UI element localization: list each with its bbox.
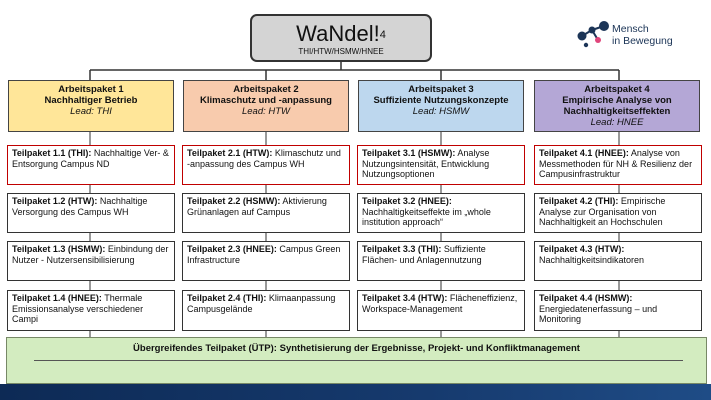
teilpaket-label: Teilpaket 3.1 (HSMW):	[362, 148, 456, 158]
teilpaket-1-3-box: Teilpaket 1.3 (HSMW): Einbindung der Nut…	[7, 241, 175, 281]
teilpaket-4-2-box: Teilpaket 4.2 (THI): Empirische Analyse …	[534, 193, 702, 233]
teilpaket-1-1-box: Teilpaket 1.1 (THI): Nachhaltige Ver- & …	[7, 145, 175, 185]
teilpaket-text: Analyse von Messmethoden für NH & Resili…	[539, 148, 693, 179]
teilpaket-text: Nachhaltige Versorgung des Campus WH	[12, 196, 148, 217]
arbeitspaket-name: Empirische Analyse von Nachhaltigkeitsef…	[562, 95, 672, 117]
teilpaket-4-4-box: Teilpaket 4.4 (HSMW): Energiedatenerfass…	[534, 290, 702, 331]
project-title-box: WaNdel!4 THI/HTW/HSMW/HNEE	[250, 14, 432, 62]
teilpaket-1-4-box: Teilpaket 1.4 (HNEE): Thermale Emissions…	[7, 290, 175, 331]
logo-network-icon	[577, 21, 609, 48]
teilpaket-3-1-box: Teilpaket 3.1 (HSMW): Analyse Nutzungsin…	[357, 145, 525, 185]
teilpaket-text: Campus Green Infrastructure	[187, 244, 341, 265]
arbeitspaket-title: Arbeitspaket 1	[58, 84, 124, 95]
arbeitspaket-name: Suffiziente Nutzungskonzepte	[373, 95, 509, 106]
teilpaket-3-2-box: Teilpaket 3.2 (HNEE): Nachhaltigkeitseff…	[357, 193, 525, 233]
teilpaket-label: Teilpaket 2.3 (HNEE):	[187, 244, 277, 254]
teilpaket-2-3-box: Teilpaket 2.3 (HNEE): Campus Green Infra…	[182, 241, 350, 281]
teilpaket-2-4-box: Teilpaket 2.4 (THI): Klimaanpassung Camp…	[182, 290, 350, 331]
teilpaket-text: Thermale Emissionsanalyse verschiedener …	[12, 293, 144, 324]
teilpaket-1-2-box: Teilpaket 1.2 (HTW): Nachhaltige Versorg…	[7, 193, 175, 233]
bottom-band	[0, 384, 711, 400]
teilpaket-label: Teilpaket 4.4 (HSMW):	[539, 293, 633, 303]
teilpaket-text: Flächeneffizienz, Workspace-Management	[362, 293, 518, 314]
arbeitspaket-name: Nachhaltiger Betrieb	[44, 95, 138, 106]
teilpaket-text: Nachhaltige Ver- & Entsorgung Campus ND	[12, 148, 169, 169]
teilpaket-2-2-box: Teilpaket 2.2 (HSMW): Aktivierung Grünan…	[182, 193, 350, 233]
teilpaket-label: Teilpaket 1.3 (HSMW):	[12, 244, 106, 254]
teilpaket-label: Teilpaket 2.2 (HSMW):	[187, 196, 281, 206]
teilpaket-text: Einbindung der Nutzer - Nutzersensibilis…	[12, 244, 169, 265]
teilpaket-label: Teilpaket 4.3 (HTW):	[539, 244, 625, 254]
teilpaket-3-4-box: Teilpaket 3.4 (HTW): Flächeneffizienz, W…	[357, 290, 525, 331]
teilpaket-label: Teilpaket 3.2 (HNEE):	[362, 196, 452, 206]
project-title: WaNdel!4	[296, 21, 386, 46]
arbeitspaket-lead: Lead: THI	[70, 106, 112, 117]
teilpaket-label: Teilpaket 2.1 (HTW):	[187, 148, 273, 158]
teilpaket-label: Teilpaket 4.2 (THI):	[539, 196, 619, 206]
teilpaket-text: Analyse Nutzungsintensität, Entwicklung …	[362, 148, 490, 179]
arbeitspaket-lead: Lead: HSMW	[412, 106, 470, 117]
teilpaket-text: Empirische Analyse zur Organisation von …	[539, 196, 666, 227]
teilpaket-label: Teilpaket 1.2 (HTW):	[12, 196, 98, 206]
teilpaket-label: Teilpaket 3.3 (THI):	[362, 244, 442, 254]
utp-box: Übergreifendes Teilpaket (ÜTP): Syntheti…	[6, 337, 707, 384]
teilpaket-2-1-box: Teilpaket 2.1 (HTW): Klimaschutz und -an…	[182, 145, 350, 185]
utp-divider	[34, 360, 683, 361]
teilpaket-text: Nachhaltigkeitsindikatoren	[539, 254, 645, 265]
teilpaket-label: Teilpaket 1.1 (THI):	[12, 148, 92, 158]
arbeitspaket-name: Klimaschutz und -anpassung	[200, 95, 332, 106]
teilpaket-text: Nachhaltigkeitseffekte im „whole institu…	[362, 206, 491, 228]
utp-text: Übergreifendes Teilpaket (ÜTP): Syntheti…	[133, 343, 580, 354]
teilpaket-label: Teilpaket 2.4 (THI):	[187, 293, 267, 303]
teilpaket-label: Teilpaket 3.4 (HTW):	[362, 293, 448, 303]
project-partners: THI/HTW/HSMW/HNEE	[298, 47, 384, 56]
arbeitspaket-lead: Lead: HTW	[241, 106, 291, 117]
mensch-in-bewegung-logo: Mensch in Bewegung	[574, 18, 699, 60]
arbeitspaket-title: Arbeitspaket 3	[408, 84, 474, 95]
teilpaket-text: Suffiziente Flächen- und Anlagennutzung	[362, 244, 486, 265]
teilpaket-3-3-box: Teilpaket 3.3 (THI): Suffiziente Flächen…	[357, 241, 525, 281]
arbeitspaket-title: Arbeitspaket 2	[233, 84, 299, 95]
teilpaket-label: Teilpaket 4.1 (HNEE):	[539, 148, 629, 158]
arbeitspaket-lead: Lead: HNEE	[590, 117, 644, 128]
logo-text: Mensch in Bewegung	[612, 23, 673, 47]
teilpaket-4-3-box: Teilpaket 4.3 (HTW): Nachhaltigkeitsindi…	[534, 241, 702, 281]
teilpaket-text: Klimaanpassung Campusgelände	[187, 293, 336, 314]
teilpaket-text: Aktivierung Grünanlagen auf Campus	[187, 196, 327, 217]
teilpaket-text: Energiedatenerfassung – und Monitoring	[539, 303, 658, 325]
teilpaket-4-1-box: Teilpaket 4.1 (HNEE): Analyse von Messme…	[534, 145, 702, 185]
teilpaket-label: Teilpaket 1.4 (HNEE):	[12, 293, 102, 303]
arbeitspaket-title: Arbeitspaket 4	[584, 84, 650, 95]
teilpaket-text: Klimaschutz und -anpassung des Campus WH	[187, 148, 341, 169]
